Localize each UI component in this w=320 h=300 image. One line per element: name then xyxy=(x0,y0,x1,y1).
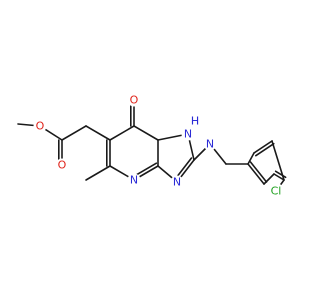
bond-aryl-1 xyxy=(247,152,255,165)
atom-label-triazole-nh-background xyxy=(181,127,195,141)
atom-label-pyrimidine-nitrogen: N xyxy=(130,174,138,187)
bond-aryl-3 xyxy=(271,140,285,181)
bond-ring-methyl xyxy=(85,165,111,181)
bond-ch2-ring xyxy=(85,125,111,141)
atom-label-amine-nitrogen: N xyxy=(206,138,214,151)
atom-label-ring-carbonyl-oxygen: O xyxy=(130,94,139,107)
atom-label-ether-oxygen-background xyxy=(33,119,47,133)
bond-aryl-5 xyxy=(263,173,275,185)
atom-label-ester-oxygen-background xyxy=(55,158,69,172)
atom-label-ester-oxygen: O xyxy=(58,159,67,172)
bond-aryl-4 xyxy=(273,173,285,181)
atom-label-ring-carbonyl-oxygen-background xyxy=(127,93,141,107)
atom-label-chlorine-background xyxy=(268,183,284,199)
bond-aryl-6 xyxy=(247,163,265,185)
atom-label-amine-nitrogen-background xyxy=(203,137,217,151)
bond-layer xyxy=(17,99,287,192)
bond-ring-c6-c7 xyxy=(109,125,135,141)
atom-label-pyrimidine-nitrogen-background xyxy=(127,173,141,187)
bond-aryl-4-second xyxy=(274,170,287,179)
bond-ester-ch2 xyxy=(61,125,87,141)
bond-ring-c7-n1 xyxy=(133,125,159,141)
bond-aryl-2-second xyxy=(254,142,275,157)
bond-aryl-6-second xyxy=(249,161,268,183)
atom-label-triazole-nitrogen-background xyxy=(170,175,184,189)
atom-label-triazole-nitrogen: N xyxy=(173,176,181,189)
bond-aryl-2 xyxy=(253,140,273,154)
atom-label-amine-hydrogen: H xyxy=(191,115,199,128)
atom-label-triazole-nh: N xyxy=(184,128,192,141)
atom-label-chlorine: Cl xyxy=(271,185,282,198)
atom-label-ether-oxygen: O xyxy=(36,120,45,133)
